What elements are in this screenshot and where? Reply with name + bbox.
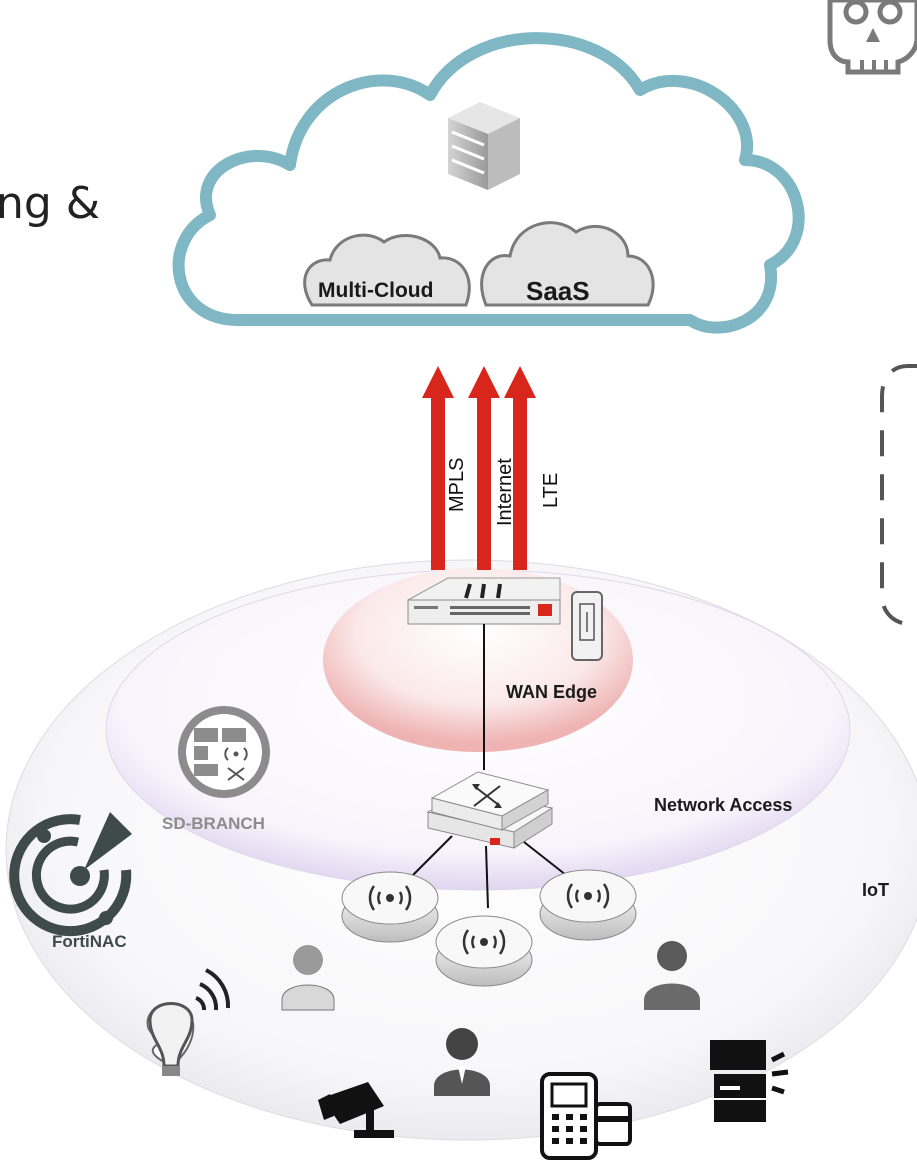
internet-arrow xyxy=(468,366,500,570)
lte-label: LTE xyxy=(540,472,562,508)
saas-label: SaaS xyxy=(526,276,590,306)
security-camera-icon xyxy=(318,1082,394,1138)
printer-icon xyxy=(710,1040,789,1122)
network-access-label: Network Access xyxy=(654,795,793,815)
datacenter-building-icon xyxy=(448,102,520,190)
fortinac-label: FortiNAC xyxy=(52,932,127,951)
threat-skull-icon xyxy=(827,0,917,75)
internet-label: Internet xyxy=(494,458,516,526)
pos-terminal-icon xyxy=(540,1072,632,1160)
switch-icon xyxy=(426,771,554,849)
sd-branch-badge-icon xyxy=(178,706,270,798)
smart-bulb-icon xyxy=(146,968,231,1076)
access-point-icon xyxy=(539,869,637,941)
sd-branch-label: SD-BRANCH xyxy=(162,814,265,833)
mpls-label: MPLS xyxy=(446,457,468,512)
user-icon xyxy=(281,945,335,1011)
access-point-icon xyxy=(341,871,439,943)
multi-cloud-shape xyxy=(303,233,471,307)
saas-shape xyxy=(480,221,655,307)
fortinac-radar-icon xyxy=(9,812,132,937)
user-icon xyxy=(644,941,700,1010)
wan-edge-label: WAN Edge xyxy=(506,682,598,702)
iot-label: IoT xyxy=(862,880,889,900)
page-title-partial: ng & xyxy=(0,178,101,229)
multi-cloud-label: Multi-Cloud xyxy=(318,279,434,302)
mpls-arrow xyxy=(422,366,454,570)
user-icon xyxy=(434,1028,490,1096)
lte-arrow xyxy=(504,366,536,570)
dashed-panel-partial xyxy=(880,364,917,626)
access-point-icon xyxy=(435,915,533,987)
lte-extender-icon xyxy=(571,591,603,661)
